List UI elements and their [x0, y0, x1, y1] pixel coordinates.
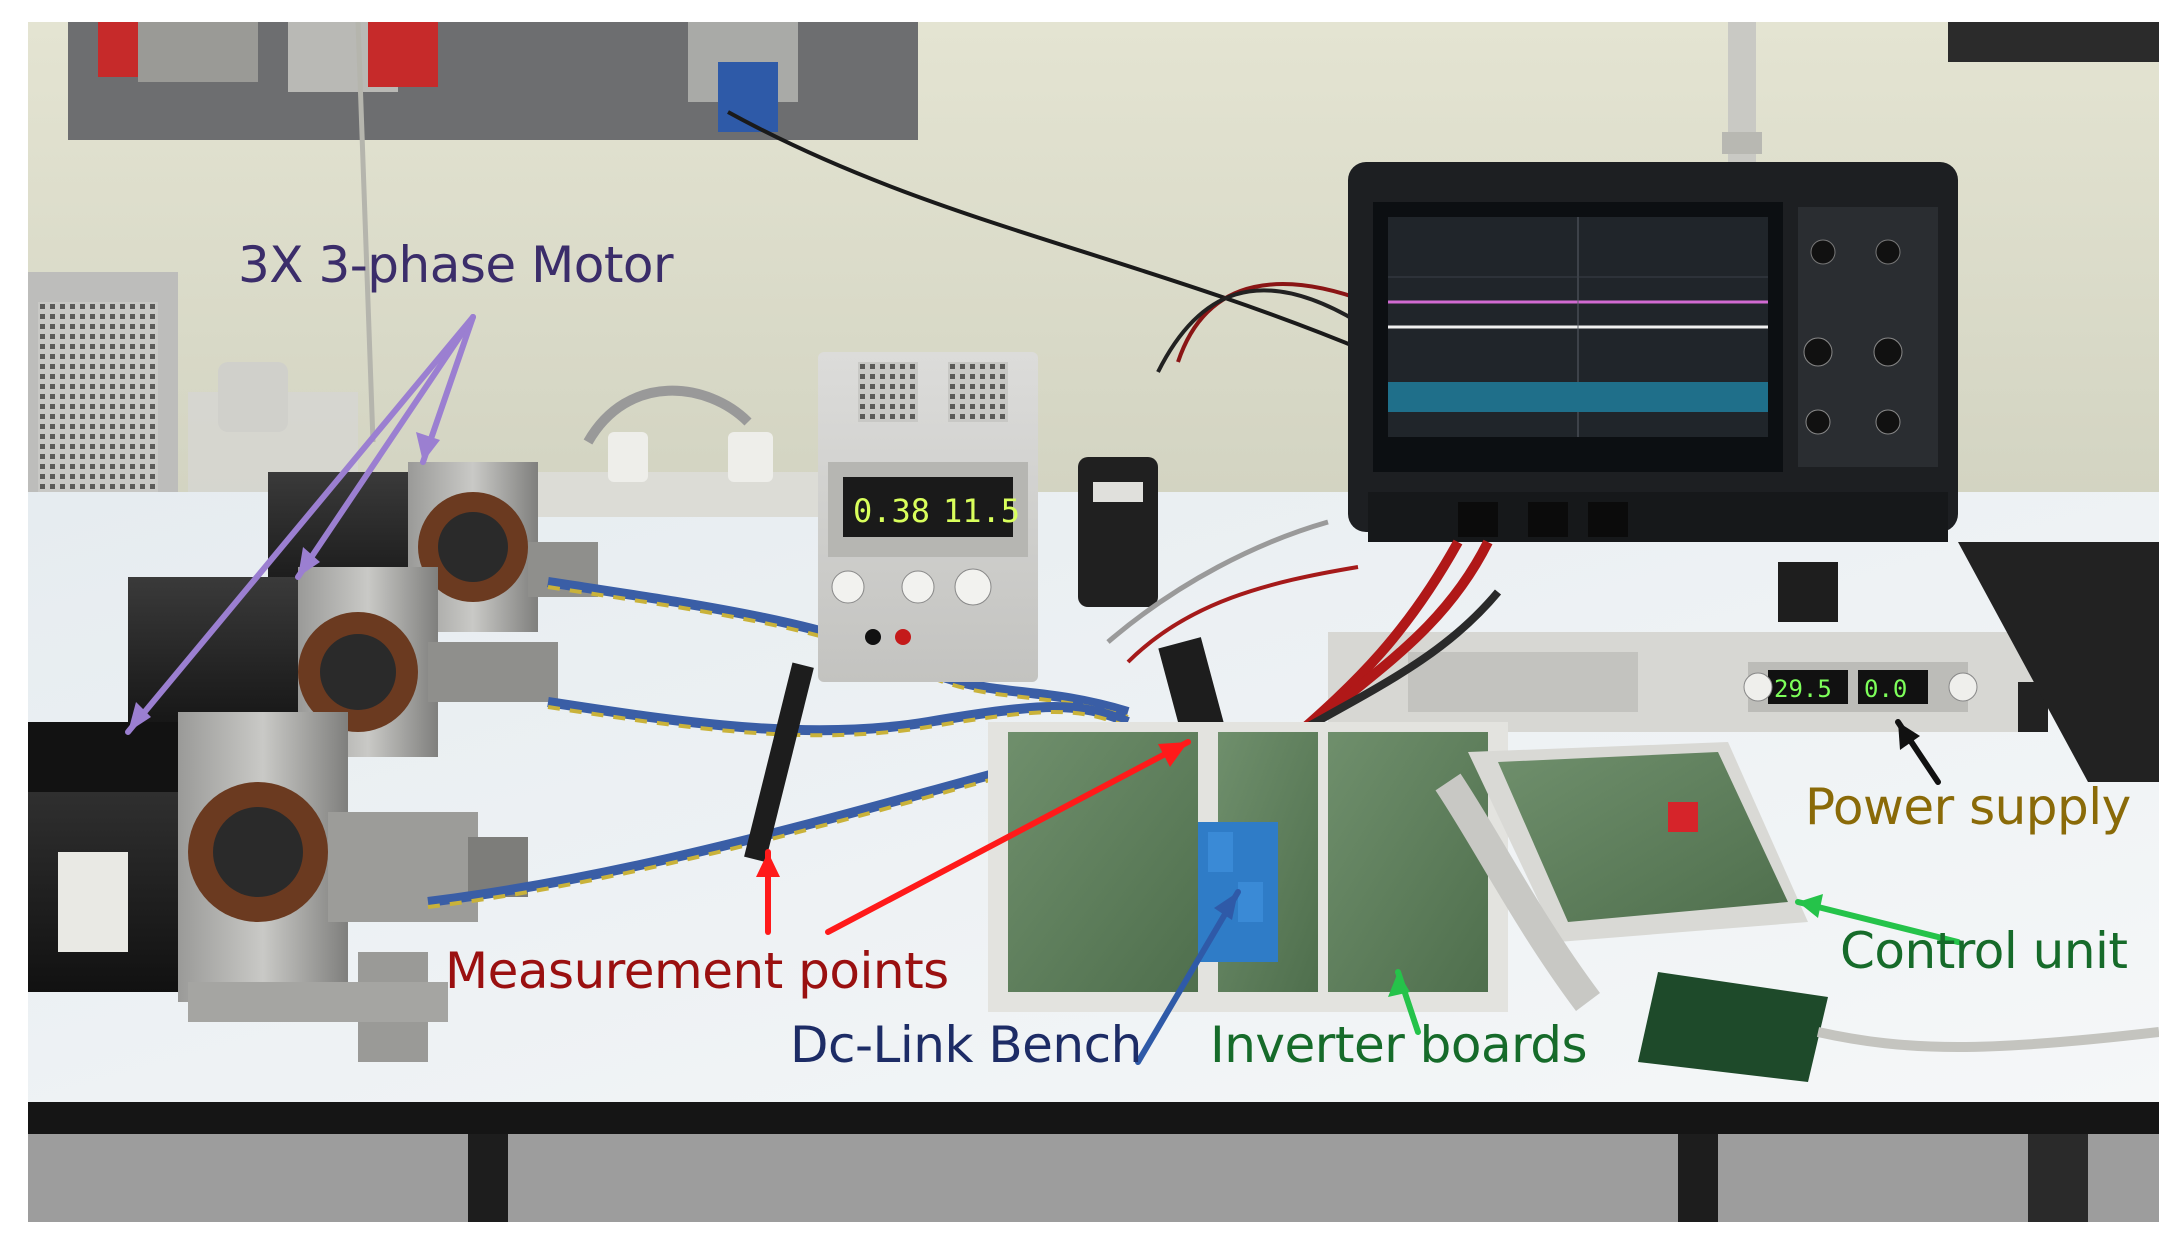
control-arrow	[1795, 899, 1961, 945]
control-unit-label: Control unit	[1840, 922, 2128, 980]
motor-label: 3X 3-phase Motor	[238, 236, 674, 294]
psu-volts-display: 0.38	[853, 492, 930, 530]
rack-right-display: 0.0	[1864, 675, 1907, 703]
rack-power-supply: 29.5 0.0	[1328, 632, 2048, 732]
motor-group	[28, 462, 598, 1062]
motor-arrow-2	[295, 314, 476, 580]
inverter-label: Inverter boards	[1210, 1016, 1588, 1074]
inverter-boards	[988, 722, 1508, 1012]
rack-left-display: 29.5	[1774, 675, 1832, 703]
control-unit	[1435, 742, 1808, 1011]
bench-power-supply: 0.38 11.5	[818, 352, 1038, 682]
psu-amps-display: 11.5	[943, 492, 1020, 530]
motor-arrow-3	[125, 314, 476, 735]
measurement-label: Measurement points	[445, 942, 949, 1000]
measurement-arrow-2	[825, 739, 1191, 935]
dclink-label: Dc-Link Bench	[790, 1016, 1142, 1074]
lab-photo: 0.38 11.5 29	[28, 22, 2159, 1222]
arrow-heads	[128, 432, 1920, 997]
dclink-arrow	[1135, 889, 1241, 1065]
oscilloscope	[1348, 162, 1958, 622]
power-supply-label: Power supply	[1805, 778, 2131, 836]
